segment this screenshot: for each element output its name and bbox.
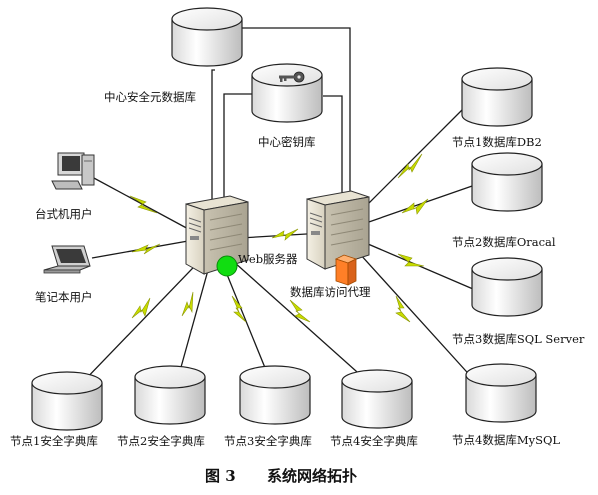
lightning-bolt-icon bbox=[181, 291, 194, 317]
central-security-db-label: 中心安全元数据库 bbox=[104, 90, 196, 104]
node3-db-label: 节点3数据库SQL Server bbox=[452, 332, 585, 346]
lightning-bolt-icon bbox=[397, 253, 425, 267]
node4-dict-db: 节点4安全字典库 bbox=[330, 369, 418, 448]
laptop-user: 笔记本用户 bbox=[35, 245, 93, 304]
lightning-bolt-icon bbox=[129, 195, 158, 214]
lightning-bolt-icon bbox=[289, 299, 311, 323]
db-access-proxy: 数据库访问代理 bbox=[290, 190, 371, 299]
database-cylinder-icon bbox=[251, 63, 323, 123]
lightning-bolt-icon bbox=[131, 243, 161, 255]
desktop-user-label: 台式机用户 bbox=[35, 207, 93, 221]
link-webserver-security-db bbox=[211, 69, 215, 205]
node4-db: 节点4数据库MySQL bbox=[452, 363, 560, 447]
node3-dict-db-label: 节点3安全字典库 bbox=[224, 434, 312, 448]
node3-dict-db: 节点3安全字典库 bbox=[224, 365, 312, 448]
laptop-user-label: 笔记本用户 bbox=[35, 290, 93, 304]
central-key-db-label: 中心密钥库 bbox=[258, 135, 316, 149]
database-cylinder-icon bbox=[471, 152, 543, 212]
database-cylinder-icon bbox=[341, 369, 413, 429]
node2-db: 节点2数据库Oracal bbox=[452, 152, 556, 249]
laptop-icon bbox=[43, 245, 91, 274]
node1-dict-db: 节点1安全字典库 bbox=[10, 371, 103, 448]
database-cylinder-icon bbox=[171, 7, 243, 67]
server-tower-icon bbox=[306, 190, 370, 270]
node2-dict-db: 节点2安全字典库 bbox=[117, 365, 206, 448]
node4-db-label: 节点4数据库MySQL bbox=[452, 433, 560, 447]
lightning-bolt-icon bbox=[271, 228, 299, 241]
lightning-bolt-icon bbox=[395, 295, 411, 323]
db-access-proxy-label: 数据库访问代理 bbox=[290, 285, 371, 299]
lightning-bolt-icon bbox=[397, 153, 423, 179]
figure-number: 图 3 bbox=[205, 467, 236, 485]
figure-title: 系统网络拓扑 bbox=[267, 467, 357, 485]
lightning-bolt-icon bbox=[131, 297, 151, 319]
database-cylinder-icon bbox=[465, 363, 537, 423]
node2-dict-db-label: 节点2安全字典库 bbox=[117, 434, 205, 448]
lightning-bolt-icon bbox=[231, 295, 247, 323]
database-cylinder-icon bbox=[239, 365, 311, 425]
link-proxy-key-db bbox=[323, 95, 343, 195]
desktop-user: 台式机用户 bbox=[35, 152, 95, 221]
link-webserver-node4-dict bbox=[214, 244, 376, 389]
database-cylinder-icon bbox=[31, 371, 103, 431]
lightning-bolts bbox=[129, 153, 429, 323]
node1-dict-db-label: 节点1安全字典库 bbox=[10, 434, 98, 448]
lightning-bolt-icon bbox=[401, 198, 429, 215]
central-key-db: 中心密钥库 bbox=[251, 63, 323, 149]
link-proxy-security-db bbox=[232, 27, 351, 195]
key-icon bbox=[279, 71, 305, 83]
database-cylinder-icon bbox=[471, 257, 543, 317]
firewall-icon bbox=[334, 254, 358, 286]
status-indicator-icon bbox=[216, 255, 238, 277]
central-security-db: 中心安全元数据库 bbox=[104, 7, 243, 104]
node4-dict-db-label: 节点4安全字典库 bbox=[330, 434, 418, 448]
web-server: Web服务器 bbox=[185, 195, 298, 277]
link-webserver-node1-dict bbox=[79, 244, 216, 386]
figure-caption: 图 3 系统网络拓扑 bbox=[205, 467, 357, 485]
link-webserver-key-db bbox=[223, 93, 254, 205]
desktop-computer-icon bbox=[51, 152, 95, 190]
node1-db-label: 节点1数据库DB2 bbox=[452, 135, 542, 149]
database-cylinder-icon bbox=[134, 365, 206, 425]
database-cylinder-icon bbox=[461, 67, 533, 127]
node3-db: 节点3数据库SQL Server bbox=[452, 257, 585, 346]
web-server-label: Web服务器 bbox=[238, 252, 298, 266]
node1-db: 节点1数据库DB2 bbox=[452, 67, 542, 149]
node2-db-label: 节点2数据库Oracal bbox=[452, 235, 556, 249]
